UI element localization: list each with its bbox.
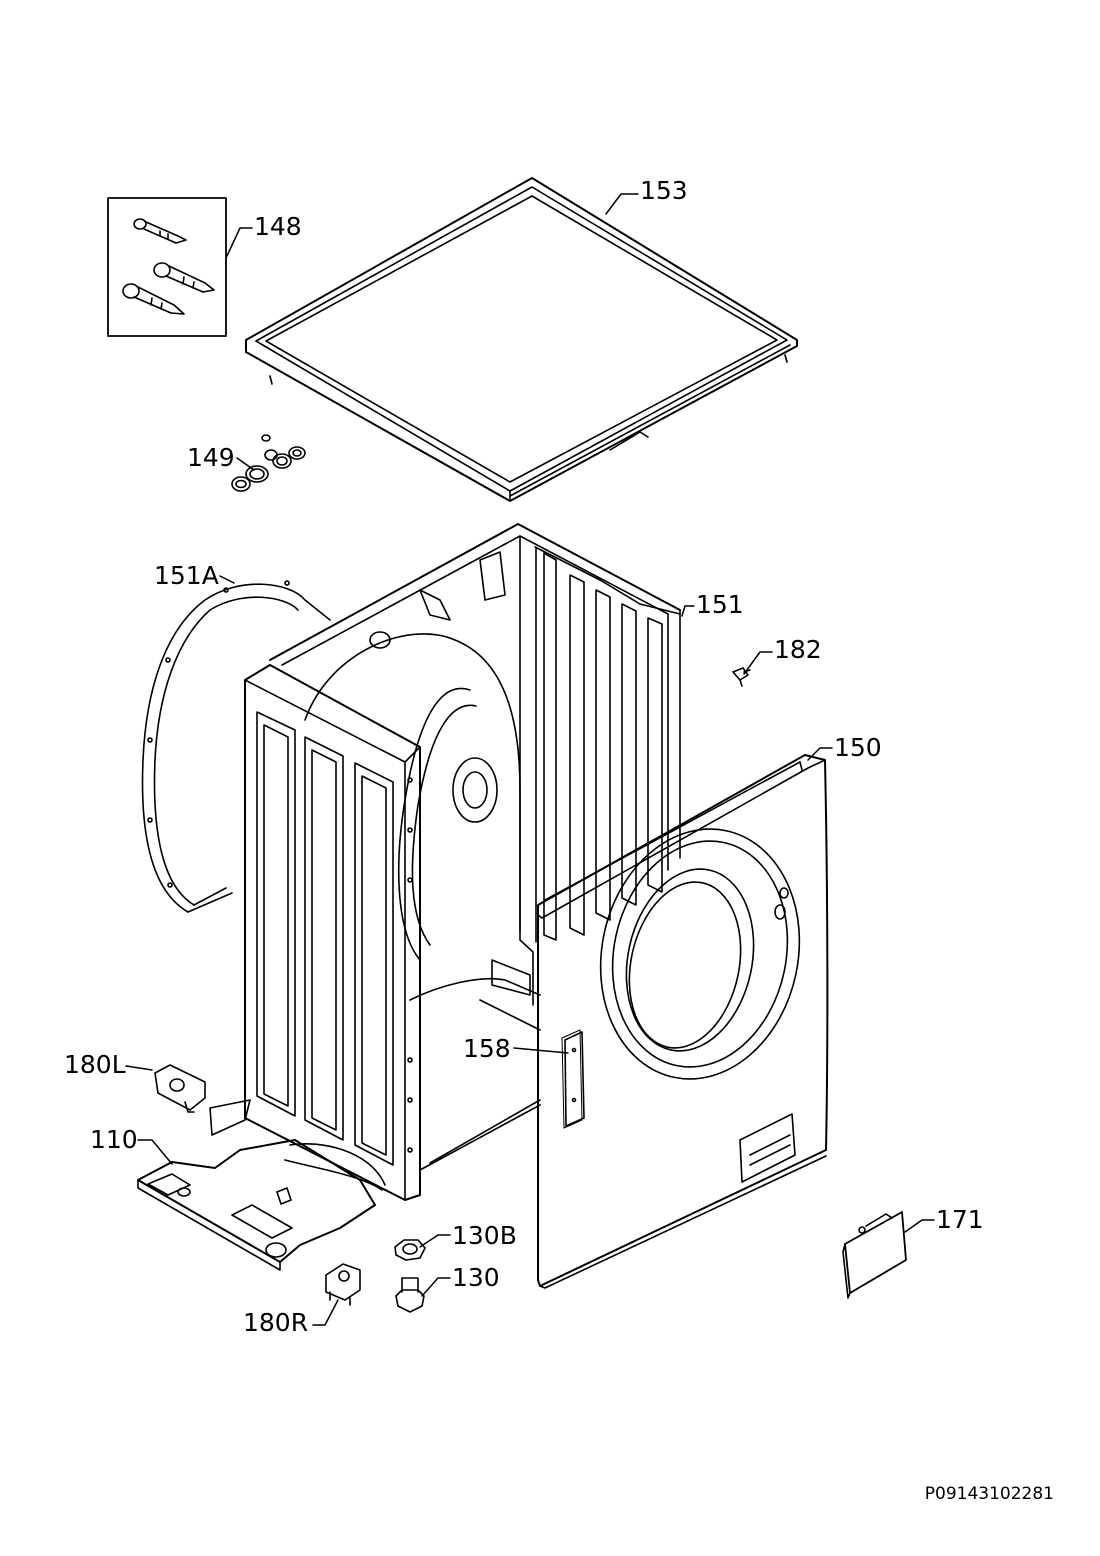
label-110: 110	[90, 1125, 138, 1154]
leader-110	[137, 1139, 173, 1165]
leader-158	[513, 1047, 569, 1054]
bolt-2	[153, 262, 215, 293]
label-171: 171	[936, 1205, 984, 1234]
part-171-cover	[842, 1211, 907, 1299]
part-150-front-panel	[537, 754, 829, 1289]
label-182: 182	[774, 635, 822, 664]
label-150: 150	[834, 733, 882, 762]
leader-151	[681, 605, 695, 617]
part-130B-foot-nut	[394, 1239, 426, 1261]
part-182-clip	[732, 667, 751, 687]
leader-182	[743, 651, 773, 675]
label-158: 158	[463, 1034, 511, 1063]
part-158-insert	[561, 1029, 583, 1129]
label-149: 149	[187, 443, 235, 472]
leader-150	[807, 747, 833, 761]
label-151A: 151A	[154, 561, 219, 590]
part-130-foot	[395, 1277, 425, 1313]
leader-130B	[419, 1234, 451, 1248]
leader-130	[421, 1277, 451, 1297]
leader-153	[605, 193, 639, 215]
leader-148	[225, 227, 253, 259]
part-110-base-plate	[137, 1099, 386, 1271]
label-130B: 130B	[452, 1221, 517, 1250]
part-153-top-lid	[245, 177, 798, 502]
part-148-transport-bolts	[107, 197, 227, 337]
bolt-1	[133, 218, 187, 244]
part-180R-bracket	[325, 1263, 361, 1306]
part-151-left-side-panel	[244, 664, 421, 1201]
label-153: 153	[640, 176, 688, 205]
label-180R: 180R	[243, 1308, 309, 1337]
part-149-seal-rings	[231, 434, 306, 492]
label-180L: 180L	[64, 1050, 126, 1079]
document-code: P09143102281	[924, 1484, 1054, 1504]
part-151A-gasket-ring	[141, 580, 331, 913]
leader-171	[904, 1219, 935, 1233]
leader-149	[236, 457, 255, 471]
part-151-cabinet	[269, 523, 681, 1171]
leader-180L	[125, 1065, 153, 1071]
leader-151A	[219, 575, 235, 584]
label-130: 130	[452, 1263, 500, 1292]
label-148: 148	[254, 212, 302, 241]
leader-lines	[125, 193, 935, 1326]
leader-180R	[312, 1299, 339, 1326]
part-180L-bracket	[154, 1064, 206, 1113]
label-151: 151	[696, 590, 744, 619]
bolt-3	[122, 283, 185, 315]
